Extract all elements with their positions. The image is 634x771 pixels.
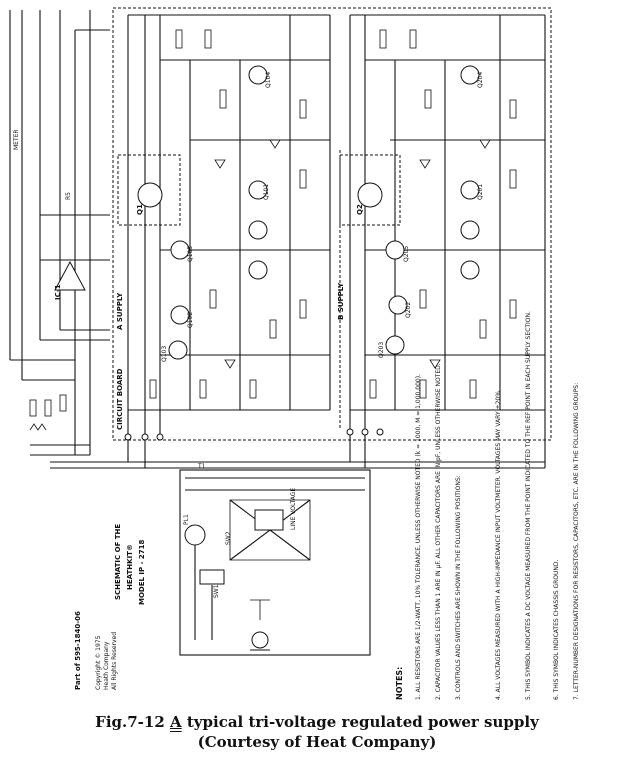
caption-rest: typical tri-voltage regulated power supp… (181, 713, 539, 731)
ic-label: IC-1 (54, 284, 62, 300)
caption-prefix: Fig.7-12 (95, 713, 170, 731)
q104-label: Q104 (265, 72, 272, 88)
q102-label: Q102 (187, 312, 194, 328)
pilot-lamp-pl1 (184, 524, 206, 546)
q203-label: Q203 (378, 342, 385, 358)
q2-label: Q2 (356, 204, 364, 215)
sw1-label: SW1 (213, 584, 220, 598)
company-text: Heath Company (103, 641, 110, 690)
notes-block: NOTES: 1. ALL RESISTORS ARE 1/2-WATT, 10… (395, 311, 580, 700)
transformer-section: T1 PL1 SW2 SW1 LINE VOLTAGE (179, 463, 371, 656)
q204-label: Q204 (477, 72, 484, 88)
caption-line-2: (Courtesy of Heat Company) (197, 733, 437, 751)
q103-label: Q103 (161, 346, 168, 362)
bus-lines (50, 428, 546, 469)
transistor-q201 (460, 180, 480, 200)
title-model: MODEL IP - 2718 (138, 539, 146, 605)
note-4: 4. ALL VOLTAGES MEASURED WITH A HIGH-IMP… (495, 389, 502, 700)
transistor-q204 (460, 65, 480, 85)
note-7: 7. LETTER-NUMBER DESIGNATIONS FOR RESIST… (573, 383, 580, 700)
transistor-q104 (248, 65, 268, 85)
note-6: 6. THIS SYMBOL INDICATES CHASSIS GROUND. (553, 559, 560, 700)
copyright-text: Copyright © 1975 (95, 635, 102, 690)
title-schematic-of: SCHEMATIC OF THE (114, 524, 122, 600)
svg-text:R5: R5 (65, 192, 72, 200)
q201-label: Q201 (477, 184, 484, 200)
note-5: 5. THIS SYMBOL INDICATES A DC VOLTAGE ME… (525, 311, 532, 700)
title-heathkit: HEATHKIT® (126, 544, 134, 590)
svg-text:METER: METER (13, 129, 20, 150)
part-of-text: Part of 595-1840-06 (74, 611, 82, 690)
schematic-diagram: IC-1 METER R5 Q1 (9, 7, 580, 700)
transistor-q102 (170, 305, 190, 325)
transistor-q205 (385, 240, 405, 260)
transistor-q105 (170, 240, 190, 260)
transistor-q203 (385, 335, 405, 355)
t1-label: T1 (197, 463, 206, 470)
supply-b-section: Q2 Q201 Q202 Q203 Q204 Q205 B SUPPLY (337, 14, 546, 430)
caption-underlined: A (170, 713, 182, 731)
sw2-label: SW2 (225, 531, 232, 545)
transistor-q1 (137, 182, 163, 208)
transistor-q2 (357, 182, 383, 208)
switch-sw2-body (254, 509, 284, 531)
line-plug (251, 631, 269, 649)
q101-label: Q101 (263, 184, 270, 200)
caption-line-1: Fig.7-12 A typical tri-voltage regulated… (0, 712, 634, 732)
pl1-label: PL1 (183, 514, 190, 525)
q1-label: Q1 (136, 204, 144, 215)
circuit-board-label: CIRCUIT BOARD (116, 368, 124, 430)
supply-a-section: Q1 Q101 Q102 Q103 Q104 Q105 A SUPPLY CIR… (116, 14, 331, 435)
figure-caption: Fig.7-12 A typical tri-voltage regulated… (0, 712, 634, 752)
switch-sw1-body (199, 569, 225, 585)
supply-b-label: B SUPPLY (337, 282, 345, 320)
transistor-q101 (248, 180, 268, 200)
ic-triangle (54, 260, 86, 291)
board-outline (112, 7, 552, 441)
supply-a-label: A SUPPLY (116, 292, 124, 330)
line-voltage-label: LINE VOLTAGE (290, 488, 297, 530)
note-1: 1. ALL RESISTORS ARE 1/2-WATT, 10% TOLER… (415, 374, 422, 700)
q105-label: Q105 (187, 246, 194, 262)
q205-label: Q205 (403, 246, 410, 262)
notes-heading: NOTES: (395, 667, 404, 700)
title-block: SCHEMATIC OF THE HEATHKIT® MODEL IP - 27… (74, 524, 146, 690)
q202-label: Q202 (405, 302, 412, 318)
left-panel: IC-1 METER R5 (9, 10, 110, 456)
note-2: 2. CAPACITOR VALUES LESS THAN 1 ARE IN µ… (435, 363, 442, 700)
note-3: 3. CONTROLS AND SWITCHES ARE SHOWN IN TH… (455, 475, 462, 700)
rights-text: All Rights Reserved (111, 632, 118, 690)
transistor-q202 (388, 295, 408, 315)
transistor-q103 (168, 340, 188, 360)
